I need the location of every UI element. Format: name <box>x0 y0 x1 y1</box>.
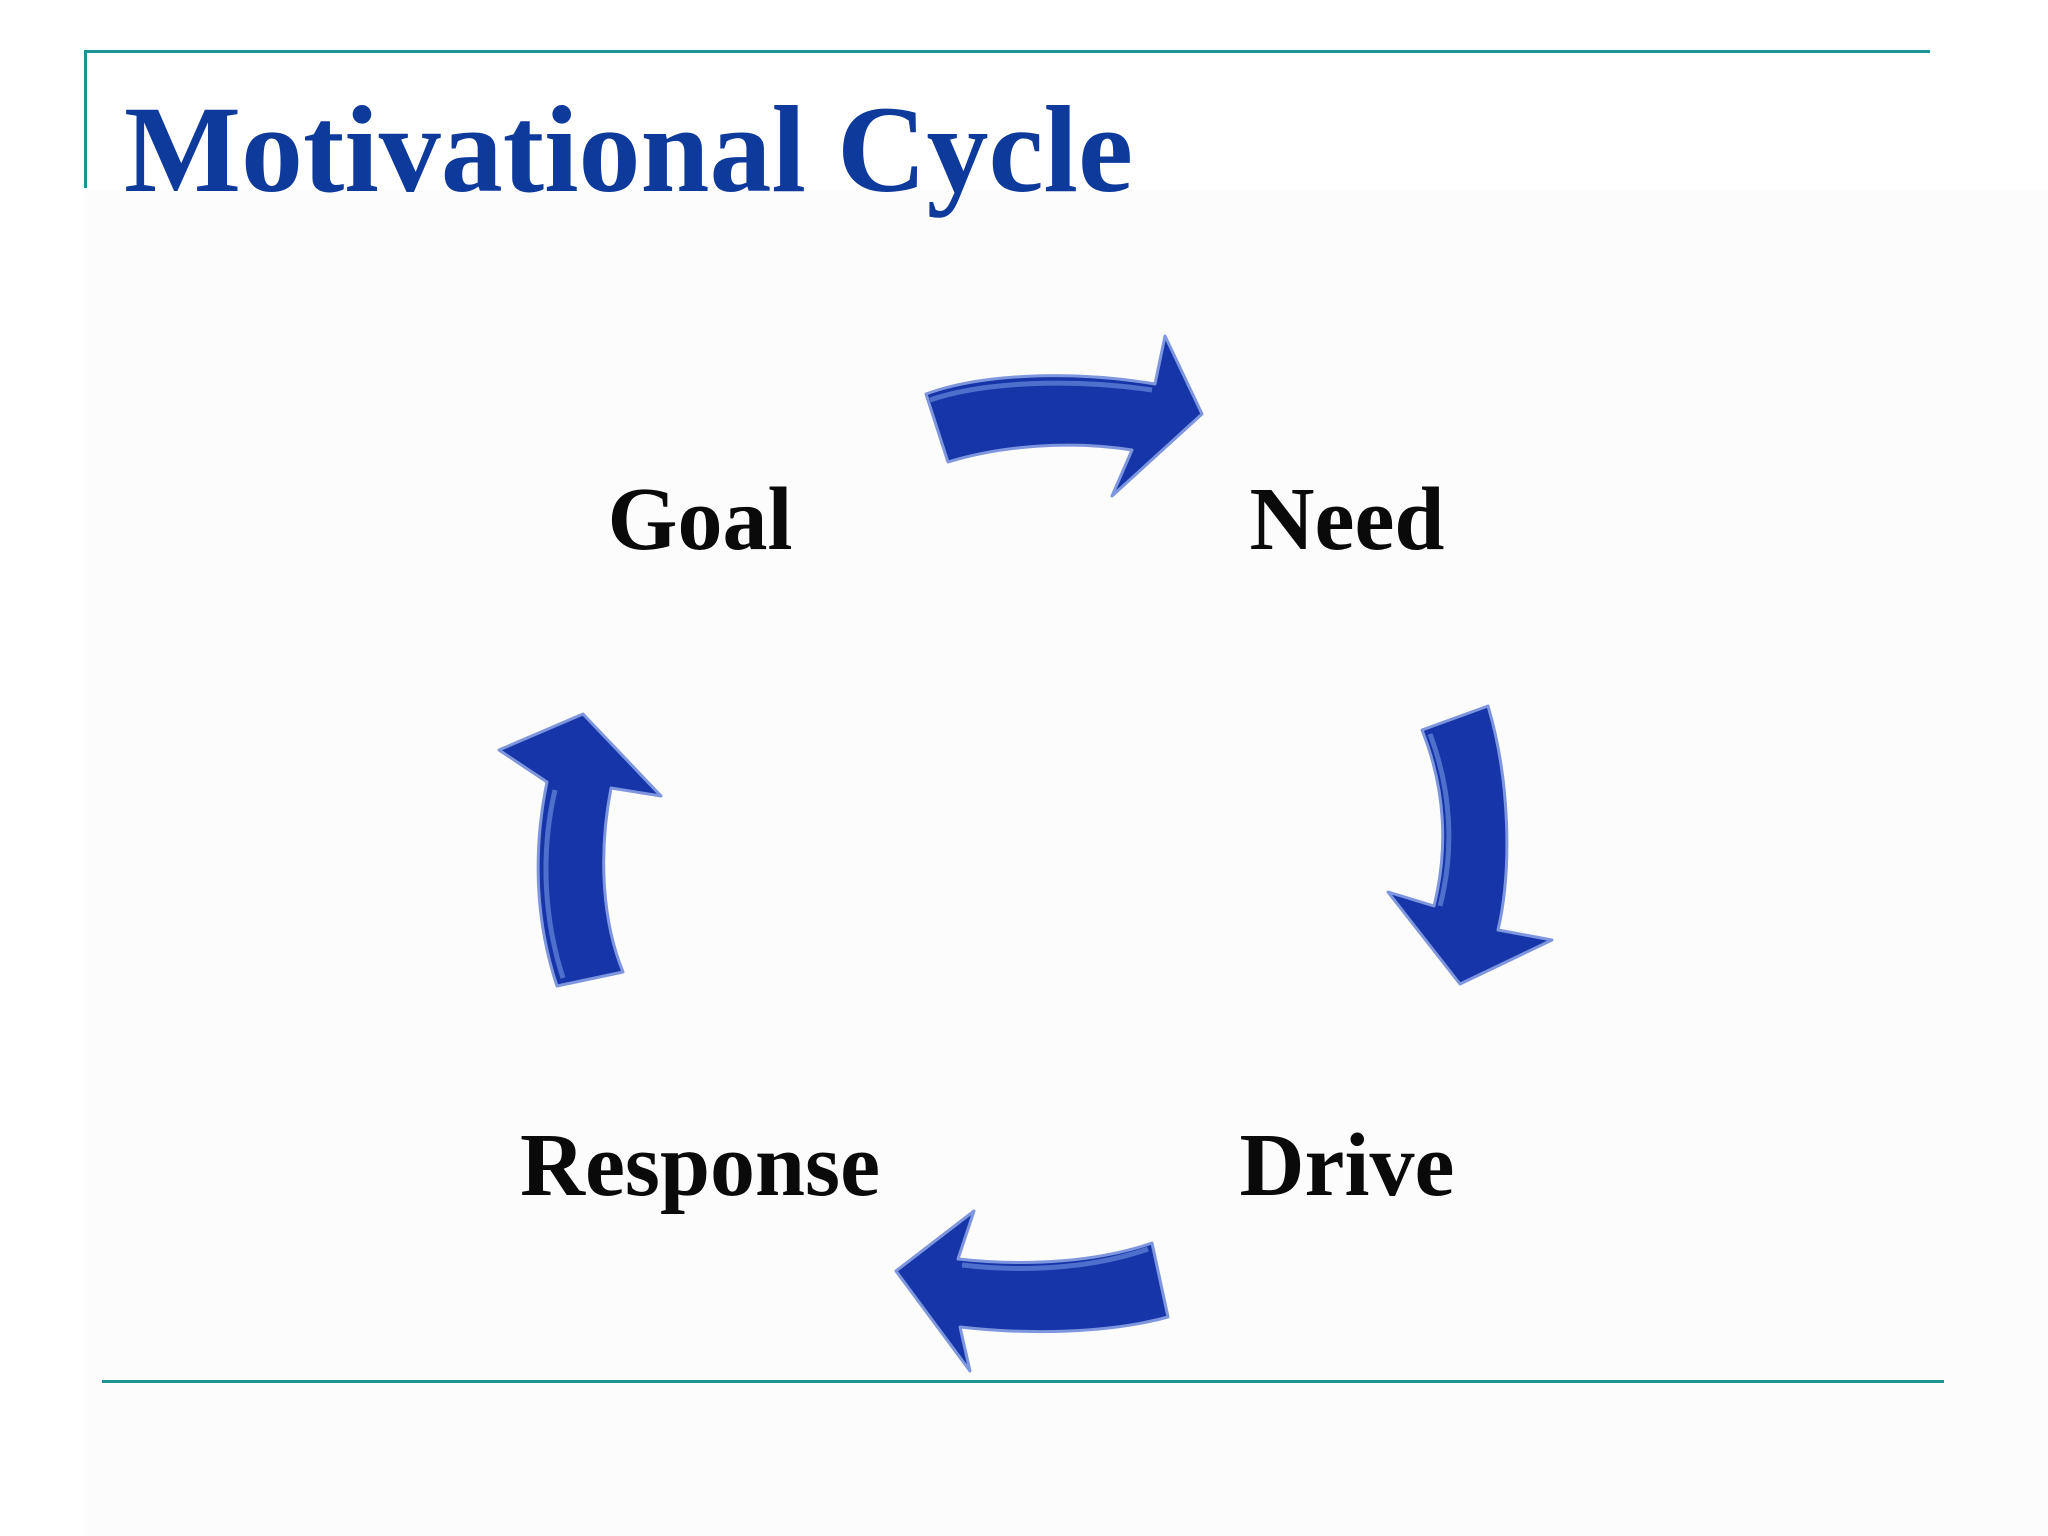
arrow-goal-to-need <box>924 334 1204 498</box>
node-response: Response <box>519 1116 881 1215</box>
node-need: Need <box>1249 470 1445 569</box>
slide-title: Motivational Cycle <box>124 81 1134 218</box>
top-rule <box>84 50 1930 53</box>
node-drive: Drive <box>1239 1116 1455 1215</box>
left-rule <box>84 50 87 188</box>
arrow-response-to-goal <box>497 712 663 988</box>
arrow-need-to-drive <box>1386 704 1554 986</box>
node-goal: Goal <box>607 470 793 569</box>
bottom-rule <box>102 1380 1944 1383</box>
arrow-drive-to-response <box>894 1209 1170 1373</box>
